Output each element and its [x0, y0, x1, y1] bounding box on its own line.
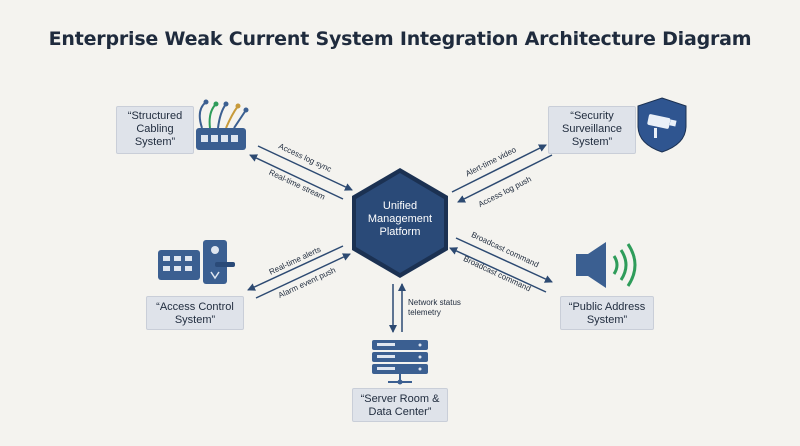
arrow-label-network-status: Network status	[408, 298, 461, 307]
security-surveillance-label[interactable]: “Security Surveillance System”	[548, 106, 636, 154]
surveillance-link: Alert-time video Access log push	[451, 144, 553, 209]
keypad-lock-icon	[158, 240, 235, 284]
cabling-link: Access log sync Real-time stream	[249, 142, 353, 202]
arrow-label-access-log-push: Access log push	[477, 175, 533, 209]
node-label-line: “Public Address	[568, 301, 646, 313]
node-label-line: Surveillance	[562, 123, 622, 135]
arrow-label-telemetry: telemetry	[408, 308, 441, 317]
arrow-label-real-time-alerts: Real-time alerts	[268, 245, 323, 277]
node-label-line: System”	[571, 136, 613, 148]
patch-panel-icon	[196, 99, 249, 150]
arrow-label-access-log-sync: Access log sync	[277, 142, 333, 174]
node-label-line: System”	[586, 314, 628, 326]
node-label-line: Cabling	[136, 123, 174, 135]
server-room-link: Network status telemetry	[389, 283, 461, 333]
access-control-label[interactable]: “Access Control System”	[146, 296, 244, 330]
node-label-line: “Security	[570, 110, 614, 122]
hub-label-line: Management	[367, 213, 433, 225]
node-label-line: “Server Room &	[360, 393, 440, 405]
public-address-label[interactable]: “Public Address System”	[560, 296, 654, 330]
node-label-line: System”	[134, 136, 176, 148]
hub-label[interactable]: Unified Management Platform	[352, 200, 448, 239]
hub-label-line: Unified	[382, 200, 418, 212]
arrow-label-alarm-event-push: Alarm event push	[277, 265, 337, 299]
node-label-line: “Access Control	[156, 301, 234, 313]
public-address-link: Broadcast command Broadcast command	[449, 230, 553, 293]
arrow-label-real-time-stream: Real-time stream	[268, 168, 327, 202]
structured-cabling-label[interactable]: “Structured Cabling System”	[116, 106, 194, 154]
node-label-line: Data Center”	[368, 406, 432, 418]
page-title: Enterprise Weak Current System Integrati…	[48, 28, 752, 50]
server-rack-icon	[372, 340, 428, 385]
node-label-line: “Structured	[127, 110, 183, 122]
node-label-line: System”	[174, 314, 216, 326]
speaker-icon	[576, 242, 637, 288]
hub-label-line: Platform	[379, 226, 421, 238]
arrow-label-alert-time-video: Alert-time video	[464, 145, 518, 178]
access-control-link: Real-time alerts Alarm event push	[247, 245, 351, 300]
hub-hexagon[interactable]	[352, 168, 448, 278]
shield-camera-icon	[637, 97, 687, 153]
server-room-label[interactable]: “Server Room & Data Center”	[352, 388, 448, 422]
